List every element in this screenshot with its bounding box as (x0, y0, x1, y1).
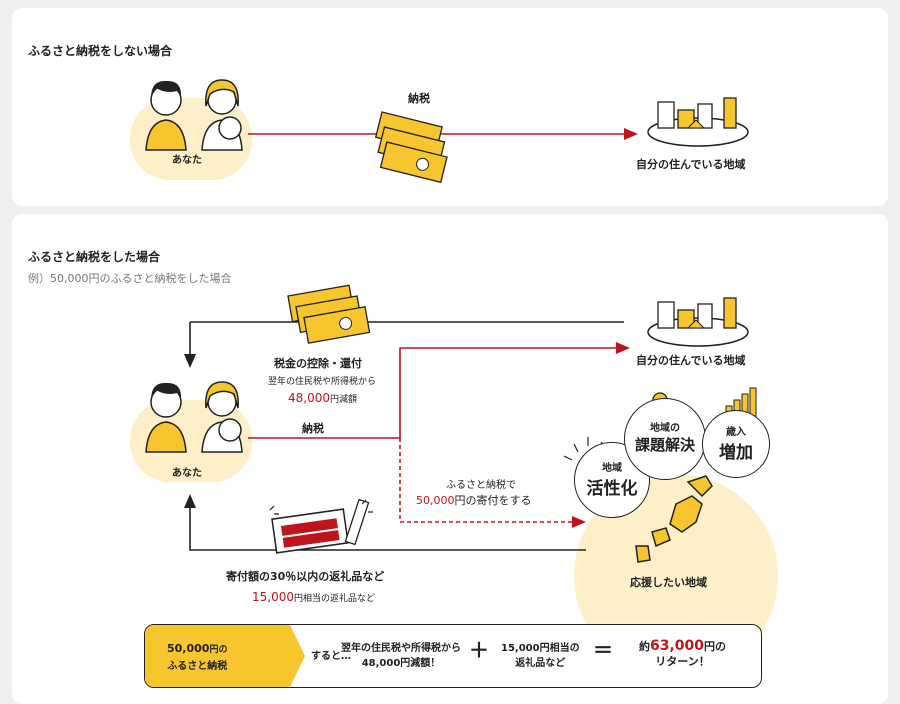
section1-title: ふるさと納税をしない場合 (28, 44, 173, 58)
deduction-sub: 翌年の住民税や所得税から (268, 377, 377, 387)
summary-then: すると… (311, 651, 351, 662)
gift-sub: 円相当の返礼品など (294, 594, 376, 604)
deduction-amount-line: 48,000円減額 (288, 387, 357, 406)
summary-result1-line2: 48,000円減額！ (361, 658, 441, 669)
gift-title: 寄付額の30％以内の返礼品など (226, 570, 385, 583)
bubble-kadai-large: 課題解決 (634, 436, 695, 454)
summary-amount-suffix: 円の (209, 645, 228, 655)
person-label: あなた (172, 468, 202, 479)
person-label: あなた (172, 155, 202, 166)
couple-icon (145, 381, 243, 453)
deduction-amount-suffix: 円減額 (330, 395, 358, 405)
bubble-zoka: 歳入 増加 (702, 410, 770, 478)
gift-amount: 15,000 (252, 590, 294, 604)
town-icon (647, 97, 749, 147)
summary-total: 約63,000円の リターン！ (639, 639, 726, 669)
summary-amount-block: 50,000円の ふるさと納税 (167, 641, 227, 674)
donation-line1: ふるさと納税で (446, 480, 516, 491)
section2-diagram (145, 284, 757, 563)
summary-result1-line1: 翌年の住民税や所得税から (341, 643, 461, 654)
summary-result2: 15,000円相当の 返礼品など (501, 641, 580, 671)
summary-box: 50,000円の ふるさと納税 すると… 翌年の住民税や所得税から 48,000… (144, 624, 762, 688)
deduction-title: 税金の控除・還付 (274, 357, 362, 370)
japan-map-icon (635, 475, 713, 563)
summary-equals: ＝ (593, 638, 613, 662)
section1-diagram (145, 79, 749, 184)
summary-result2-line2: 返礼品など (515, 658, 566, 669)
bubble-katsusei-small: 地域 (602, 463, 622, 474)
summary-total-amount: 63,000 (650, 638, 705, 654)
tax-label: 納税 (408, 92, 430, 105)
no-furusato-card: ふるさと納税をしない場合 (12, 8, 888, 206)
region-label: 応援したい地域 (630, 576, 707, 589)
summary-total-suffix: 円の (704, 640, 727, 653)
section2-title: ふるさと納税をした場合 (28, 250, 161, 264)
gift-box-icon (271, 498, 370, 554)
town-icon (647, 297, 749, 347)
bubble-kadai-small: 地域の (650, 423, 680, 434)
bubble-zoka-large: 増加 (719, 443, 753, 463)
money-bills-icon (374, 111, 448, 184)
example-text: 例）50,000円のふるさと納税をした場合 (28, 272, 232, 285)
bubble-zoka-small: 歳入 (726, 427, 746, 438)
summary-amount-line2: ふるさと納税 (167, 661, 228, 672)
summary-total-prefix: 約 (639, 640, 650, 653)
summary-amount: 50,000 (167, 642, 210, 655)
destination-label: 自分の住んでいる地域 (636, 354, 746, 367)
couple-icon (145, 79, 243, 151)
donation-amount: 50,000 (416, 494, 455, 507)
summary-highlight (145, 625, 305, 687)
bubble-katsusei-large: 活性化 (586, 479, 638, 499)
deduction-amount: 48,000 (288, 391, 330, 405)
summary-result2-line1: 15,000円相当の (501, 643, 580, 654)
sparkle-icon (563, 437, 603, 461)
tax-label: 納税 (302, 422, 324, 435)
summary-total-line2: リターン！ (655, 655, 710, 668)
donation-line: 50,000円の寄付をする (416, 492, 532, 508)
gift-amount-line: 15,000円相当の返礼品など (252, 586, 375, 605)
donation-line2: 円の寄付をする (454, 494, 532, 507)
summary-result1: 翌年の住民税や所得税から 48,000円減額！ (341, 641, 461, 671)
bubble-kadai: 地域の 課題解決 (624, 398, 706, 480)
money-bills-icon (287, 284, 371, 344)
destination-label: 自分の住んでいる地域 (636, 158, 746, 171)
sparkle-icon (269, 499, 373, 515)
summary-plus: ＋ (469, 638, 489, 662)
